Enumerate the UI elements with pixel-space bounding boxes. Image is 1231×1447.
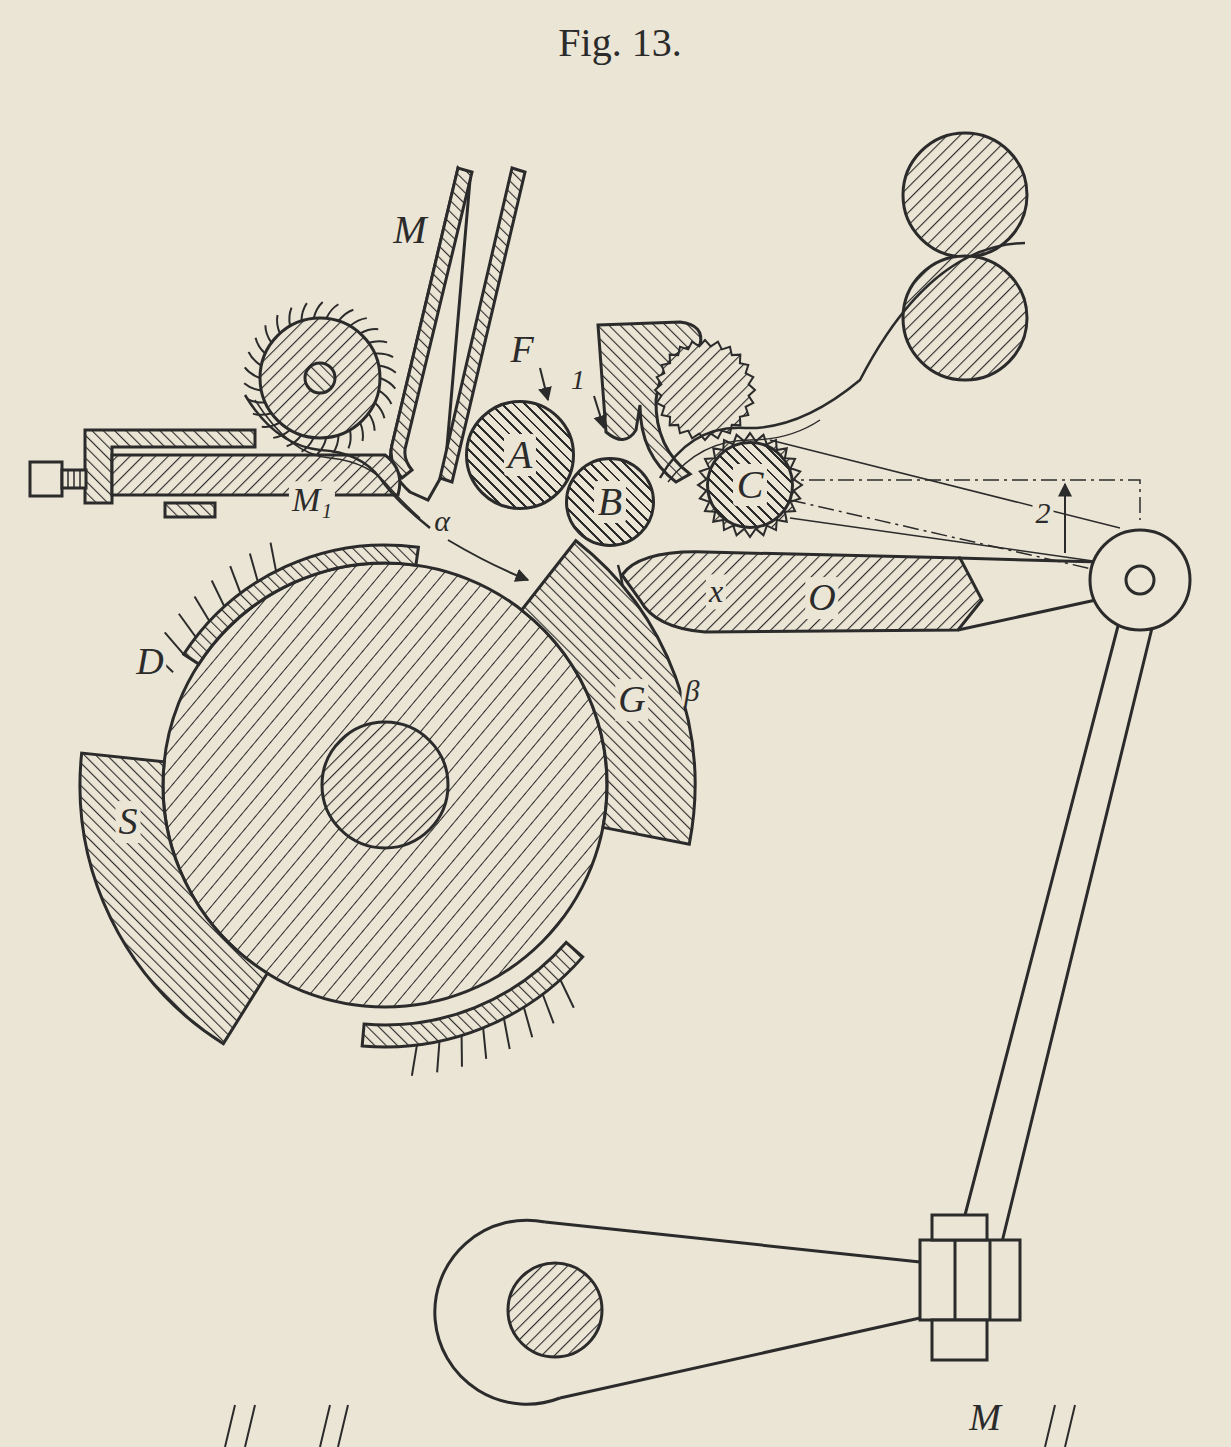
part-letter: x — [706, 574, 726, 609]
part-letter: F — [507, 329, 536, 371]
part-letter: M — [966, 1397, 1004, 1439]
roller-letter: B — [594, 481, 626, 523]
roller-letter: A — [504, 434, 536, 476]
roller: A — [465, 400, 575, 510]
part-letter: D — [133, 641, 166, 683]
point-letter: β — [682, 674, 703, 707]
part-letter: G — [615, 679, 648, 721]
roller: C — [706, 441, 794, 529]
roller-letter: C — [733, 464, 768, 506]
part-letter: S — [116, 801, 141, 843]
point-letter: α — [431, 504, 453, 537]
callout-number: 1 — [568, 365, 588, 396]
figure-title: Fig. 13. — [558, 19, 681, 66]
part-letter: M₁ — [289, 481, 335, 518]
part-letter: M — [390, 208, 429, 252]
roller: B — [565, 457, 655, 547]
dimension-number: 2 — [1033, 496, 1054, 529]
part-letter: O — [805, 577, 838, 619]
